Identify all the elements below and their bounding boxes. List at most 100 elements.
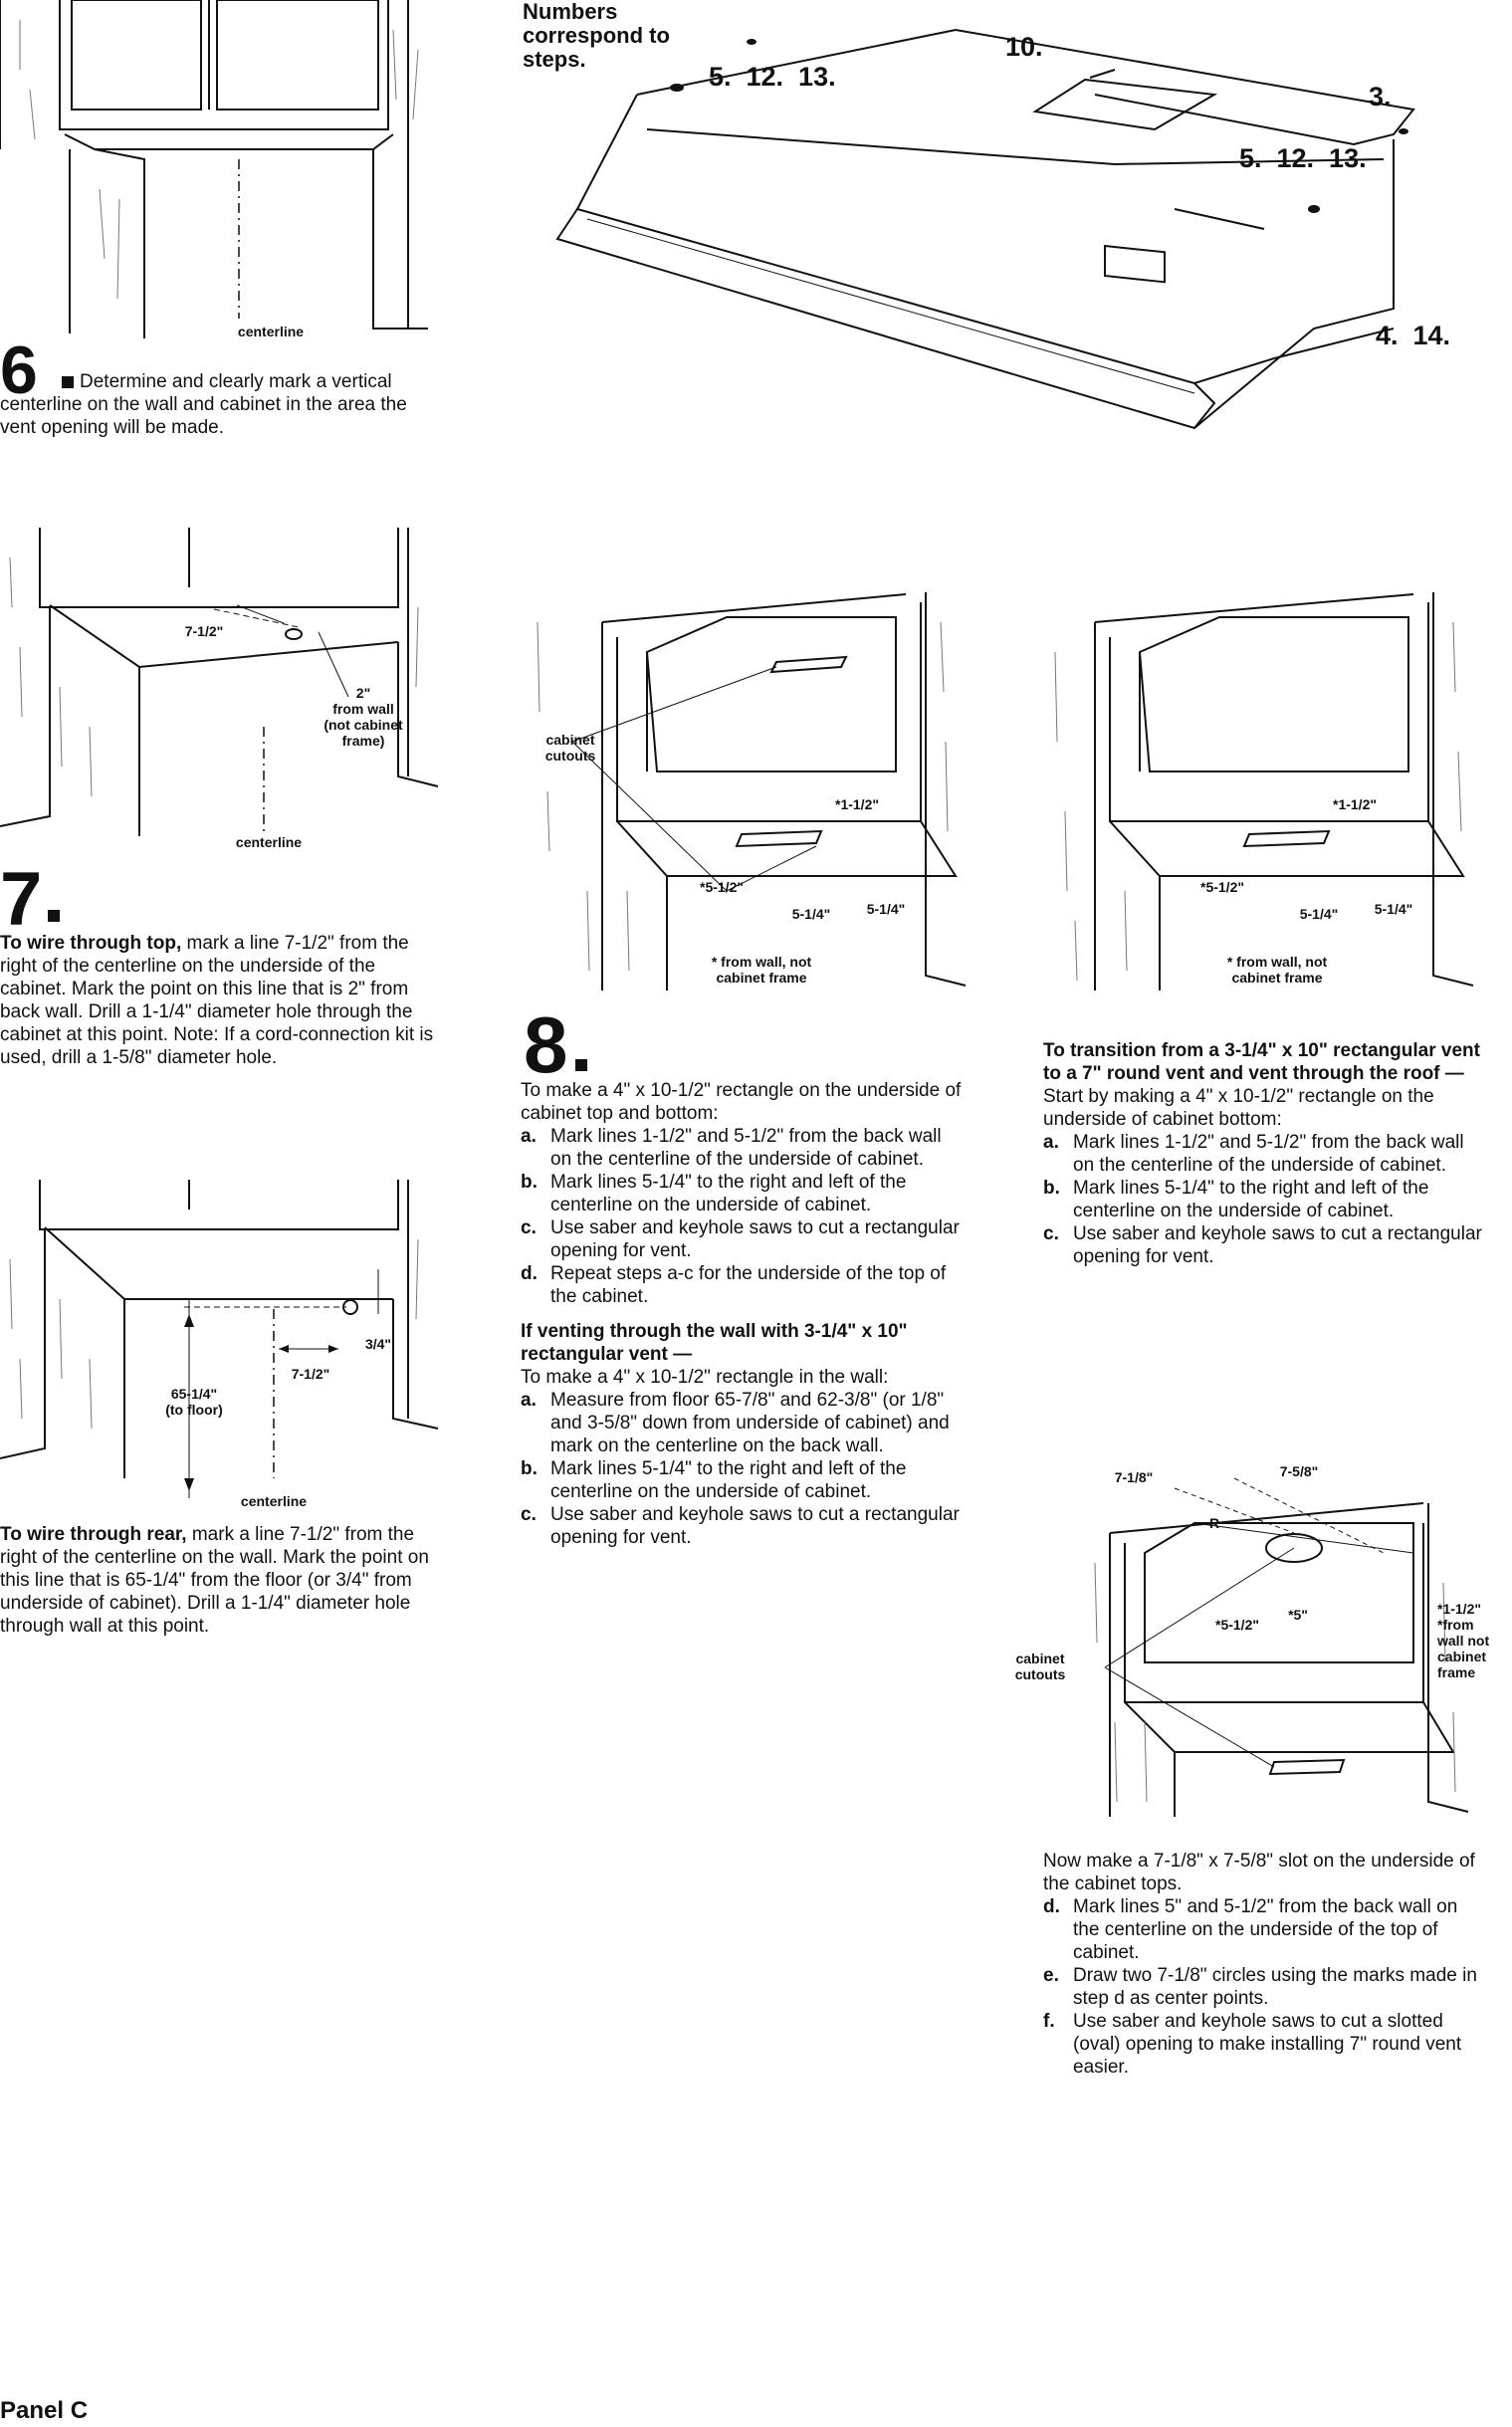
step8-wall-step-c-text: Use saber and keyhole saws to cut a rect… — [550, 1504, 960, 1548]
step8-slot-intro: Now make a 7-1/8" x 7-5/8" slot on the u… — [1043, 1851, 1475, 1894]
step8-figc-dim-1-1-2-note: *1-1/2" *from wall not cabinet frame — [1437, 1601, 1490, 1680]
step8-wall-heading: If venting through the wall with 3-1/4" … — [521, 1321, 908, 1365]
step8-slot-step-d-text: Mark lines 5" and 5-1/2" from the back w… — [1073, 1896, 1458, 1963]
step8-transition-step-a-letter: a. — [1043, 1132, 1059, 1153]
step8-figc-cutouts-label: cabinet cutouts — [1014, 1651, 1066, 1682]
step7-top-wall-label: 2" from wall (not cabinet frame) — [324, 685, 403, 749]
step8-slot-step-e: e. Draw two 7-1/8" circles using the mark… — [1043, 1964, 1486, 2010]
range-hood-illustration — [518, 0, 1473, 448]
step8-transition-intro: Start by making a 4" x 10-1/2" rectangle… — [1043, 1086, 1434, 1130]
step8-transition-step-a-text: Mark lines 1-1/2" and 5-1/2" from the ba… — [1073, 1132, 1464, 1176]
step8-step-d-text: Repeat steps a-c for the underside of th… — [550, 1263, 947, 1307]
step8-step-d-letter: d. — [521, 1263, 538, 1284]
hood-title: Numbers correspond to steps. — [523, 0, 670, 72]
step8-marker-square — [575, 1059, 587, 1071]
step7-rear-dim-label: 7-1/2" — [291, 1366, 330, 1382]
step8-slot-step-f-text: Use saber and keyhole saws to cut a slot… — [1073, 2011, 1462, 2078]
step7-top-text: mark a line 7-1/2" from the right of the… — [0, 933, 434, 1068]
step8-figc-dim-5-1-2: *5-1/2" — [1215, 1617, 1259, 1633]
step8-round-vent-slot-illustration — [1085, 1463, 1483, 1822]
step8-figa-note: * from wall, not cabinet frame — [711, 954, 812, 986]
step8-slot-instructions: Now make a 7-1/8" x 7-5/8" slot on the u… — [1043, 1850, 1486, 2079]
step8-step-b-text: Mark lines 5-1/4" to the right and left … — [550, 1172, 907, 1215]
step8-wall-step-b-letter: b. — [521, 1458, 538, 1479]
step7-number: 7 — [0, 857, 43, 942]
step8-figb-dim-5-1-4-left: 5-1/4" — [1299, 906, 1339, 922]
step8-transition-instructions: To transition from a 3-1/4" x 10" rectan… — [1043, 1039, 1486, 1268]
step8-slot-step-f: f. Use saber and keyhole saws to cut a sl… — [1043, 2010, 1486, 2079]
step8-wall-step-c: c. Use saber and keyhole saws to cut a re… — [521, 1503, 964, 1549]
step8-step-b: b. Mark lines 5-1/4" to the right and lef… — [521, 1171, 964, 1216]
step8-steps-list: a. Mark lines 1-1/2" and 5-1/2" from the … — [521, 1125, 964, 1308]
callout-steps-4-14: 4. 14. — [1376, 321, 1451, 350]
step8-step-d: d. Repeat steps a-c for the underside of … — [521, 1262, 964, 1308]
step7-rear-centerline-label: centerline — [240, 1493, 308, 1509]
step7-rear-illustration — [0, 1180, 438, 1508]
step8-slot-step-d: d. Mark lines 5" and 5-1/2" from the back… — [1043, 1895, 1486, 1964]
step8-figa-dim-1-1-2: *1-1/2" — [835, 796, 879, 812]
step8-wall-step-b: b. Mark lines 5-1/4" to the right and lef… — [521, 1457, 964, 1503]
step8-wall-step-b-text: Mark lines 5-1/4" to the right and left … — [550, 1458, 907, 1502]
step7-top-illustration — [0, 528, 438, 846]
step8-figa-dim-5-1-4-left: 5-1/4" — [791, 906, 831, 922]
step8-figa-cutouts-label: cabinet cutouts — [544, 732, 596, 764]
step8-intro: To make a 4" x 10-1/2" rectangle on the … — [521, 1080, 962, 1124]
step6-cabinet-illustration — [0, 0, 438, 348]
callout-step-10: 10. — [1005, 32, 1043, 62]
callout-steps-5-12-13-right: 5. 12. 13. — [1239, 143, 1367, 173]
step6-text: Determine and clearly mark a vertical ce… — [0, 371, 407, 438]
step8-step-c-text: Use saber and keyhole saws to cut a rect… — [550, 1217, 960, 1261]
step7-rear-floor-label: 65-1/4" (to floor) — [165, 1386, 223, 1418]
step8-figa-dim-5-1-2: *5-1/2" — [700, 879, 744, 895]
step6-marker-square — [62, 376, 74, 388]
step8-wall-steps-list: a.Measure from floor 65-7/8" and 62-3/8"… — [521, 1389, 964, 1549]
step7-rear-instructions: To wire through rear, mark a line 7-1/2"… — [0, 1523, 443, 1638]
step7-rear-lead: To wire through rear, — [0, 1524, 187, 1545]
step8-step-b-letter: b. — [521, 1172, 538, 1193]
step8-slot-step-d-letter: d. — [1043, 1896, 1060, 1917]
step7-top-lead: To wire through top, — [0, 933, 182, 954]
step8-slot-step-e-text: Draw two 7-1/8" circles using the marks … — [1073, 1965, 1477, 2009]
step6-centerline-label: centerline — [237, 324, 305, 339]
step7-top-dim-label: 7-1/2" — [184, 623, 224, 639]
step8-figb-dim-5-1-4-right: 5-1/4" — [1374, 901, 1413, 917]
step8-cabinet-cutouts-illustration-b — [1035, 592, 1483, 1000]
step8-figc-dim-7-1-8: 7-1/8" — [1114, 1469, 1154, 1485]
step8-figc-dim-5: *5" — [1288, 1607, 1308, 1623]
step6-instructions: Determine and clearly mark a vertical ce… — [0, 370, 438, 439]
step8-figc-radius-label: R — [1208, 1515, 1220, 1531]
step8-wall-step-a-text: Measure from floor 65-7/8" and 62-3/8" (… — [550, 1390, 950, 1456]
step7-top-centerline-label: centerline — [235, 834, 303, 850]
step8-transition-step-c: c. Use saber and keyhole saws to cut a re… — [1043, 1222, 1486, 1268]
step8-figb-dim-1-1-2: *1-1/2" — [1333, 796, 1377, 812]
callout-steps-5-12-13-left: 5. 12. 13. — [709, 62, 836, 92]
step8-slot-step-e-letter: e. — [1043, 1965, 1059, 1986]
step8-transition-step-b-letter: b. — [1043, 1178, 1060, 1199]
step8-transition-step-b: b. Mark lines 5-1/4" to the right and lef… — [1043, 1177, 1486, 1222]
step7-rear-text: mark a line 7-1/2" from the right of the… — [0, 1524, 429, 1637]
step8-transition-step-b-text: Mark lines 5-1/4" to the right and left … — [1073, 1178, 1429, 1221]
step6-number: 6 — [0, 332, 38, 408]
panel-label: Panel C — [0, 2397, 89, 2424]
step8-cabinet-cutouts-illustration-a — [518, 592, 966, 1000]
step8-wall-step-c-letter: c. — [521, 1504, 537, 1525]
step8-figa-dim-5-1-4-right: 5-1/4" — [866, 901, 906, 917]
step8-figb-dim-5-1-2: *5-1/2" — [1200, 879, 1244, 895]
step7-marker-square — [48, 910, 60, 922]
step7-rear-small-label: 3/4" — [364, 1336, 392, 1352]
step7-top-instructions: To wire through top, mark a line 7-1/2" … — [0, 932, 438, 1069]
step8-step-a-text: Mark lines 1-1/2" and 5-1/2" from the ba… — [550, 1126, 942, 1170]
step8-step-a-letter: a. — [521, 1126, 537, 1147]
step8-transition-step-a: a. Mark lines 1-1/2" and 5-1/2" from the … — [1043, 1131, 1486, 1177]
step8-transition-step-c-text: Use saber and keyhole saws to cut a rect… — [1073, 1223, 1482, 1267]
step8-slot-steps-list: d. Mark lines 5" and 5-1/2" from the back… — [1043, 1895, 1486, 2079]
step8-wall-intro: To make a 4" x 10-1/2" rectangle in the … — [521, 1367, 889, 1388]
step8-slot-step-f-letter: f. — [1043, 2011, 1055, 2032]
step8-wall-step-a: a.Measure from floor 65-7/8" and 62-3/8"… — [521, 1389, 964, 1457]
step8-figb-note: * from wall, not cabinet frame — [1226, 954, 1328, 986]
step8-figc-dim-7-5-8: 7-5/8" — [1279, 1463, 1319, 1479]
step8-step-c: c. Use saber and keyhole saws to cut a re… — [521, 1216, 964, 1262]
step8-number: 8 — [524, 1000, 568, 1089]
step8-step-c-letter: c. — [521, 1217, 537, 1238]
step8-transition-step-c-letter: c. — [1043, 1223, 1059, 1244]
